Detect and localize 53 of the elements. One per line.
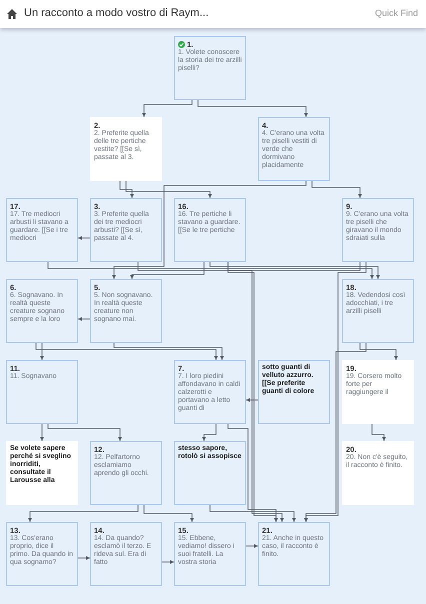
passage-box xyxy=(174,360,246,424)
arrow xyxy=(36,342,218,360)
passage-box xyxy=(174,522,246,586)
arrow xyxy=(28,504,138,522)
passage-box xyxy=(258,117,330,181)
arrow xyxy=(78,317,90,321)
title: Un racconto a modo vostro di Raym... xyxy=(24,7,209,19)
passage-card xyxy=(342,441,414,505)
passage-card xyxy=(90,117,162,181)
arrow xyxy=(48,424,122,442)
passage-box xyxy=(90,522,162,586)
passage-card xyxy=(6,441,78,505)
arrow xyxy=(138,262,284,522)
arrow xyxy=(144,504,194,522)
arrow xyxy=(228,424,278,522)
passage-box xyxy=(174,198,246,262)
arrow xyxy=(304,342,366,522)
passage-box xyxy=(342,279,414,343)
passage-box xyxy=(6,198,78,262)
arrow xyxy=(120,180,134,198)
passage-box xyxy=(6,279,78,343)
arrow xyxy=(40,424,44,442)
arrow xyxy=(78,236,90,240)
passage-box xyxy=(258,360,330,424)
arrow xyxy=(210,262,380,280)
arrow xyxy=(78,556,90,560)
passage-box xyxy=(174,441,246,505)
passage-card xyxy=(342,360,414,424)
arrow xyxy=(142,100,192,118)
arrow xyxy=(130,262,204,280)
arrow xyxy=(372,424,386,442)
arrow xyxy=(112,180,306,280)
passage-box xyxy=(6,360,78,424)
passage-box xyxy=(258,522,330,586)
arrow xyxy=(40,342,44,360)
passage-box xyxy=(90,279,162,343)
passage-box xyxy=(90,441,162,505)
passage-box xyxy=(6,522,78,586)
arrow xyxy=(246,544,258,548)
arrow xyxy=(360,342,398,360)
arrow xyxy=(246,398,258,402)
search-field: Quick Find xyxy=(374,8,418,18)
passage-box xyxy=(90,198,162,262)
arrow xyxy=(202,424,216,442)
arrow xyxy=(162,560,174,564)
arrow xyxy=(198,100,308,118)
passage-box xyxy=(342,198,414,262)
arrow xyxy=(210,504,296,522)
arrow xyxy=(312,180,362,198)
arrow xyxy=(48,262,374,280)
passage-box xyxy=(174,36,246,100)
arrow xyxy=(114,342,224,360)
arrow xyxy=(126,180,212,198)
